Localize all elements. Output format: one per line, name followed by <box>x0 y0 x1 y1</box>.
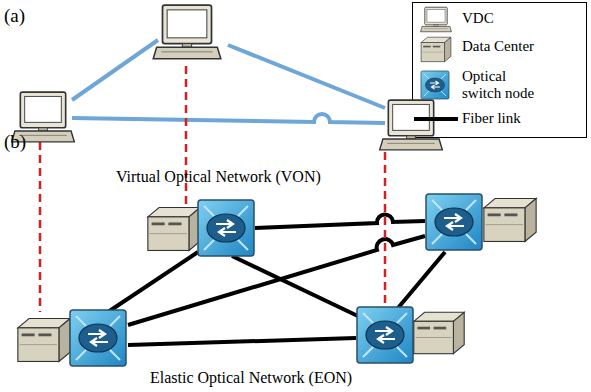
panel-label: (b) <box>4 132 26 153</box>
data-center-icon <box>18 319 70 362</box>
vdc-icon <box>153 5 221 59</box>
legend-text: Data Center <box>462 38 534 55</box>
legend-text: Optical switch node <box>462 68 542 101</box>
optical-switch-icon <box>426 194 482 250</box>
data-center-icon <box>484 199 536 242</box>
virtual-link <box>72 40 385 123</box>
legend-text: VDC <box>462 10 494 27</box>
optical-switch-icon <box>357 307 413 363</box>
data-center-icon <box>414 312 464 353</box>
mapping-line <box>40 66 385 312</box>
network-title: Elastic Optical Network (EON) <box>150 369 352 387</box>
data-center-icon <box>148 208 200 251</box>
network-title: Virtual Optical Network (VON) <box>116 168 321 186</box>
legend-switch-icon <box>421 71 449 99</box>
panel-label: (a) <box>4 6 25 27</box>
optical-switch-icon <box>70 310 126 366</box>
legend-vdc-icon <box>421 7 452 32</box>
legend-data-center-icon <box>421 37 451 62</box>
optical-switch-icon <box>198 200 254 256</box>
legend-fiber-sample <box>414 117 458 121</box>
legend-text: Fiber link <box>462 110 521 127</box>
vdc-icon <box>380 100 443 150</box>
